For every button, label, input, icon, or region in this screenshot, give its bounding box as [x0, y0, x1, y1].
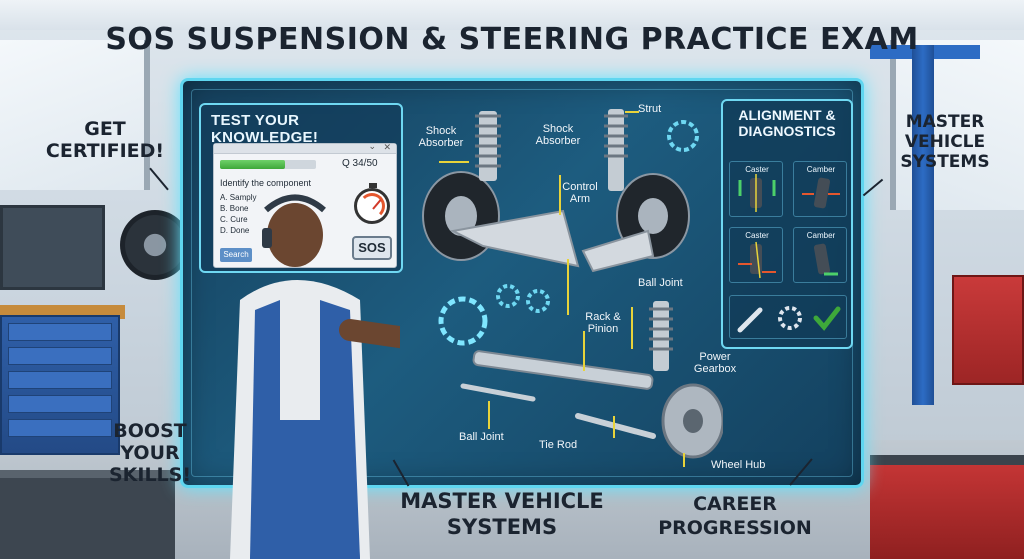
label-shock-absorber-left: Shock Absorber [418, 125, 464, 149]
gear-icon [496, 284, 520, 308]
gear-icon [526, 289, 550, 313]
label-ball-joint-lower: Ball Joint [459, 431, 504, 443]
quiz-option[interactable]: C. Cure [220, 215, 248, 224]
leader-line [559, 175, 561, 215]
label-ball-joint-upper: Ball Joint [638, 277, 683, 289]
workshop-window-left [0, 40, 150, 190]
alignment-cell-label: Camber [806, 231, 836, 240]
strut-icon [604, 109, 628, 191]
label-power-gearbox: Power Gearbox [693, 351, 737, 375]
label-rack-and-pinion: Rack & Pinion [585, 311, 621, 335]
sos-button[interactable]: SOS [352, 236, 392, 260]
stopwatch-icon [354, 183, 390, 224]
workbench-left [0, 470, 175, 559]
chevron-down-icon[interactable]: ⌄ [368, 141, 376, 151]
control-arm-icon [449, 209, 580, 268]
red-tool-cabinet [952, 275, 1024, 385]
close-icon[interactable]: ✕ [383, 142, 391, 152]
leader-line [683, 453, 685, 467]
label-shock-absorber-center: Shock Absorber [535, 123, 581, 147]
alignment-cell-label: Caster [745, 165, 769, 174]
leader-line [567, 259, 569, 315]
quiz-progress-bar [220, 160, 316, 169]
alignment-title: ALIGNMENT & DIAGNOSTICS [738, 107, 836, 139]
label-wheel-hub: Wheel Hub [711, 459, 766, 471]
tool-cabinet-left [0, 315, 120, 455]
leader-line [488, 401, 490, 429]
rack-and-pinion-icon [472, 350, 654, 390]
workshop-ceiling [0, 0, 1024, 30]
leader-line [583, 331, 585, 371]
label-strut: Strut [638, 103, 662, 115]
callout-master-vehicle-systems-right: MASTER VEHICLE SYSTEMS [900, 112, 990, 172]
gear-icon [667, 120, 699, 152]
label-tie-rod: Tie Rod [539, 439, 578, 451]
vehicle-lift-post [912, 45, 934, 405]
tie-rod-icon [575, 413, 656, 439]
quiz-question: Identify the component [220, 178, 312, 188]
quiz-progress-label: Q 34/50 [342, 158, 378, 169]
lower-arm-right-icon [581, 229, 655, 273]
alignment-cell[interactable]: Camber [793, 227, 847, 283]
label-control-arm: Control Arm [562, 181, 598, 205]
callout-get-certified: GET CERTIFIED! [45, 118, 165, 162]
quiz-option[interactable]: D. Done [220, 226, 250, 235]
wheel-hub-icon [661, 383, 723, 459]
wrench-icon [737, 307, 763, 333]
alignment-panel: ALIGNMENT & DIAGNOSTICS Caster Camber Ca… [721, 99, 853, 349]
alignment-cell[interactable]: Caster [729, 161, 783, 217]
callout-line [862, 178, 884, 197]
diagnostic-tools-row [729, 295, 847, 339]
callout-master-vehicle-systems-bottom: MASTER VEHICLE SYSTEMS [400, 489, 604, 539]
leader-line [613, 416, 615, 438]
quiz-progress-fill [220, 160, 286, 169]
gear-icon [778, 306, 802, 330]
shock-absorber-left-icon [475, 111, 501, 181]
leader-line [631, 307, 633, 349]
callout-line [149, 167, 169, 191]
tool-pegboard [0, 205, 105, 290]
search-button[interactable]: Search [220, 248, 252, 262]
callout-career-progression: CAREER PROGRESSION [658, 493, 812, 539]
quiz-options: A. Samply B. Bone C. Cure D. Done [220, 192, 256, 236]
quiz-titlebar: ⌄ ✕ [214, 141, 396, 154]
alignment-cell-label: Camber [806, 165, 836, 174]
leader-line [625, 111, 639, 113]
callout-boost-your-skills: BOOST YOUR SKILLS! [108, 420, 192, 486]
tie-rod-end-icon [460, 383, 536, 402]
alignment-cell[interactable]: Camber [793, 161, 847, 217]
gear-icon [438, 296, 488, 346]
tire-image [120, 210, 190, 280]
red-tool-cabinet-front [870, 455, 1024, 559]
quiz-option[interactable]: B. Bone [220, 204, 249, 213]
quiz-heading: TEST YOUR KNOWLEDGE! [211, 112, 319, 146]
mechanic-figure [200, 190, 431, 559]
shock-absorber-lower-icon [649, 301, 673, 371]
quiz-option[interactable]: A. Samply [220, 193, 257, 202]
page-title: SOS SUSPENSION & STEERING PRACTICE EXAM [105, 22, 919, 57]
alignment-cell[interactable]: Caster [729, 227, 783, 283]
check-icon [813, 306, 841, 331]
leader-line [439, 161, 469, 163]
alignment-cell-label: Caster [745, 231, 769, 240]
